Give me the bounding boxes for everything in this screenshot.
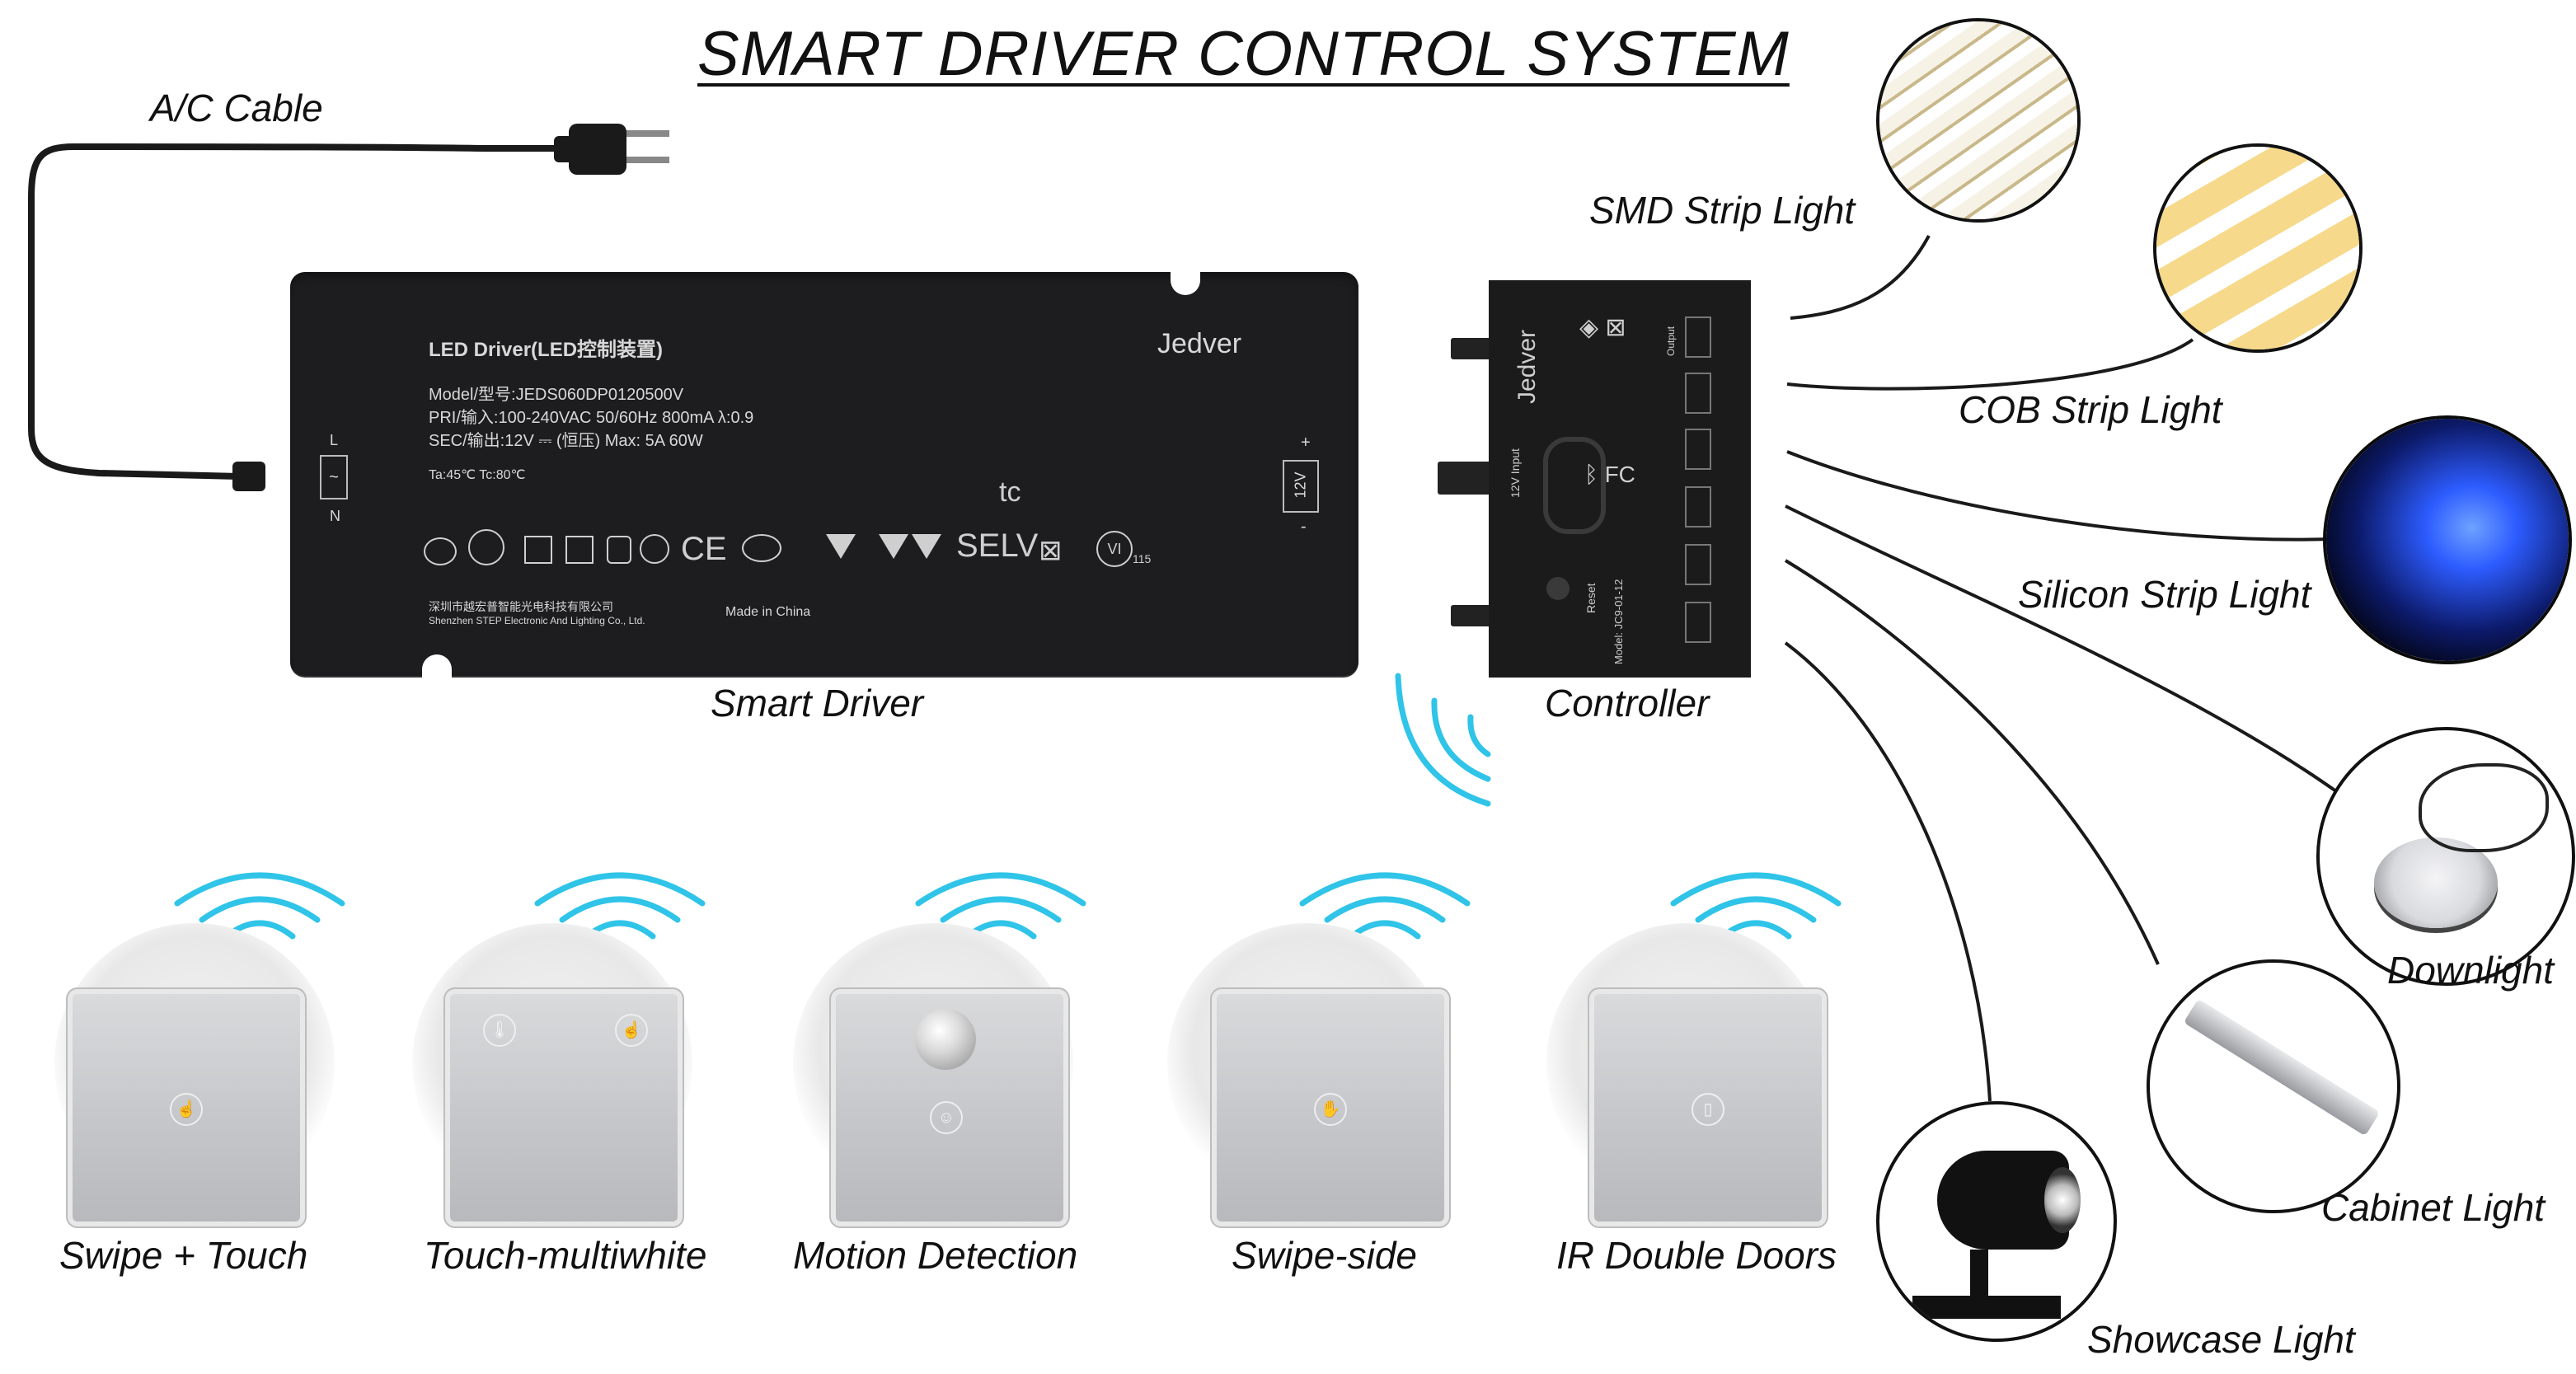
reset-button[interactable] xyxy=(1546,577,1570,600)
cob-strip-light-label: COB Strip Light xyxy=(1959,388,2222,431)
triangle-mark-icon xyxy=(826,534,856,559)
switch-swipe-touch[interactable]: ☝ xyxy=(73,994,300,1222)
controller-prong xyxy=(1451,338,1494,359)
smart-driver: LED Driver(LED控制装置) Jedver Model/型号:JEDS… xyxy=(290,257,1358,692)
terminal-l: L xyxy=(330,432,339,448)
controller-input-plug xyxy=(1438,462,1492,495)
switch-swipe-side-label: Swipe-side xyxy=(1232,1234,1417,1277)
symbol-icons: ◈ ⊠ xyxy=(1579,314,1626,341)
ac-cable-icon xyxy=(28,143,564,480)
line-showcase xyxy=(1784,641,1992,1102)
terminal-12v: 12V xyxy=(1292,471,1309,499)
vi-sub: 115 xyxy=(1133,552,1152,565)
double-insulation-icon xyxy=(565,536,594,564)
wee-bin-icon: ⊠ xyxy=(1039,535,1063,566)
line-downlight xyxy=(1785,504,2338,793)
switch-touch-multiwhite-label: Touch-multiwhite xyxy=(424,1234,707,1277)
output-terminal-5 xyxy=(1685,544,1711,585)
cabinet-light-image xyxy=(2147,959,2400,1213)
switch-ir-double-doors-label: IR Double Doors xyxy=(1556,1234,1837,1277)
cob-strip-light-image xyxy=(2153,143,2363,353)
line-cob xyxy=(1786,338,2194,391)
line-silicon xyxy=(1786,450,2332,542)
controller-pair-button[interactable] xyxy=(1543,437,1606,534)
door-icon: ▯ xyxy=(1692,1093,1724,1126)
silicon-strip-light-image xyxy=(2323,415,2572,664)
controller-brand: Jedver xyxy=(1513,329,1541,404)
vi-mark: VI xyxy=(1096,531,1133,567)
ccc-mark-icon xyxy=(742,534,781,562)
downlight-image xyxy=(2316,727,2575,986)
controller-prong xyxy=(1451,605,1494,626)
output-label: Output xyxy=(1665,326,1677,356)
hand-wave-icon: ✋ xyxy=(1314,1093,1347,1126)
terminal-n: N xyxy=(330,508,340,524)
reset-label: Reset xyxy=(1584,583,1598,613)
line-cabinet xyxy=(1784,559,2160,965)
dc-terminal: 12V xyxy=(1283,460,1319,513)
selv-mark: SELV xyxy=(956,528,1039,564)
cable-connector-icon xyxy=(232,462,265,491)
controller-model: Model: JC9-01-12 xyxy=(1612,579,1625,664)
showcase-light-label: Showcase Light xyxy=(2087,1318,2355,1361)
transformer-icon xyxy=(607,536,631,564)
cgs-mark-icon xyxy=(424,537,457,565)
downlight-label: Downlight xyxy=(2387,949,2554,992)
thermometer-icon: 🌡 xyxy=(483,1014,516,1047)
ul-mark-icon xyxy=(468,529,504,565)
maker-en: Shenzhen STEP Electronic And Lighting Co… xyxy=(429,615,645,626)
page-title: SMART DRIVER CONTROL SYSTEM xyxy=(697,19,1790,89)
output-terminal-4 xyxy=(1685,486,1711,528)
ac-cable-label: A/C Cable xyxy=(150,87,323,129)
fc-bluetooth-icon: ᛒ FC xyxy=(1584,462,1635,487)
made-in-china: Made in China xyxy=(725,605,811,619)
switch-motion-detection-label: Motion Detection xyxy=(793,1234,1078,1277)
controller: Jedver 12V Input Reset Model: JC9-01-12 … xyxy=(1489,280,1751,678)
driver-sec: SEC/输出:12V ⎓ (恒压) Max: 5A 60W xyxy=(429,432,703,450)
touch-icon: ☝ xyxy=(170,1093,203,1126)
terminal-plus: + xyxy=(1301,434,1311,452)
driver-model: Model/型号:JEDS060DP0120500V xyxy=(429,386,684,404)
switch-swipe-touch-label: Swipe + Touch xyxy=(59,1234,308,1277)
safety-icon xyxy=(640,534,669,564)
line-smd xyxy=(1790,235,1931,320)
switch-motion-detection[interactable]: ☺ xyxy=(836,994,1063,1222)
driver-title: LED Driver(LED控制装置) xyxy=(429,339,664,361)
cabinet-light-label: Cabinet Light xyxy=(2321,1186,2546,1229)
output-terminal-6 xyxy=(1685,602,1711,643)
smart-driver-label: Smart Driver xyxy=(711,682,924,725)
controller-wifi-wave-icon xyxy=(1395,673,1491,807)
controller-input: 12V Input xyxy=(1509,448,1522,498)
driver-brand-logo: Jedver xyxy=(1157,328,1242,359)
switch-wifi-waves xyxy=(174,872,1842,940)
ac-terminal: ~ xyxy=(320,455,348,499)
touch-icon: ☝ xyxy=(615,1014,648,1047)
plug-icon xyxy=(554,124,669,175)
smd-strip-light-label: SMD Strip Light xyxy=(1589,189,1856,232)
output-terminal-2 xyxy=(1685,373,1711,414)
driver-pri: PRI/输入:100-240VAC 50/60Hz 800mA λ:0.9 xyxy=(429,409,754,427)
led-strip-icon xyxy=(2183,998,2381,1137)
switch-swipe-side[interactable]: ✋ xyxy=(1217,994,1444,1222)
terminal-minus: - xyxy=(1301,518,1307,536)
smd-strip-light-image xyxy=(1876,18,2081,223)
controller-label: Controller xyxy=(1545,682,1710,725)
mm-mark-icon xyxy=(912,534,941,559)
switch-touch-multiwhite[interactable]: 🌡 ☝ xyxy=(450,994,678,1222)
house-mark-icon xyxy=(524,536,552,564)
tc-mark: tc xyxy=(999,476,1021,508)
maker-cn: 深圳市越宏普智能光电科技有限公司 xyxy=(429,600,613,613)
silicon-strip-light-label: Silicon Strip Light xyxy=(2018,573,2311,616)
m-mark-icon xyxy=(879,534,908,559)
switch-ir-double-doors[interactable]: ▯ xyxy=(1594,994,1822,1222)
output-terminal-3 xyxy=(1685,429,1711,470)
showcase-light-image xyxy=(1876,1101,2117,1342)
motion-sensor-icon xyxy=(915,1009,976,1070)
output-terminal-1 xyxy=(1685,317,1711,358)
person-icon: ☺ xyxy=(930,1101,963,1134)
driver-temps: Ta:45℃ Tc:80℃ xyxy=(429,468,526,482)
ce-mark: CE xyxy=(681,531,727,567)
downlight-icon xyxy=(2374,837,2498,928)
